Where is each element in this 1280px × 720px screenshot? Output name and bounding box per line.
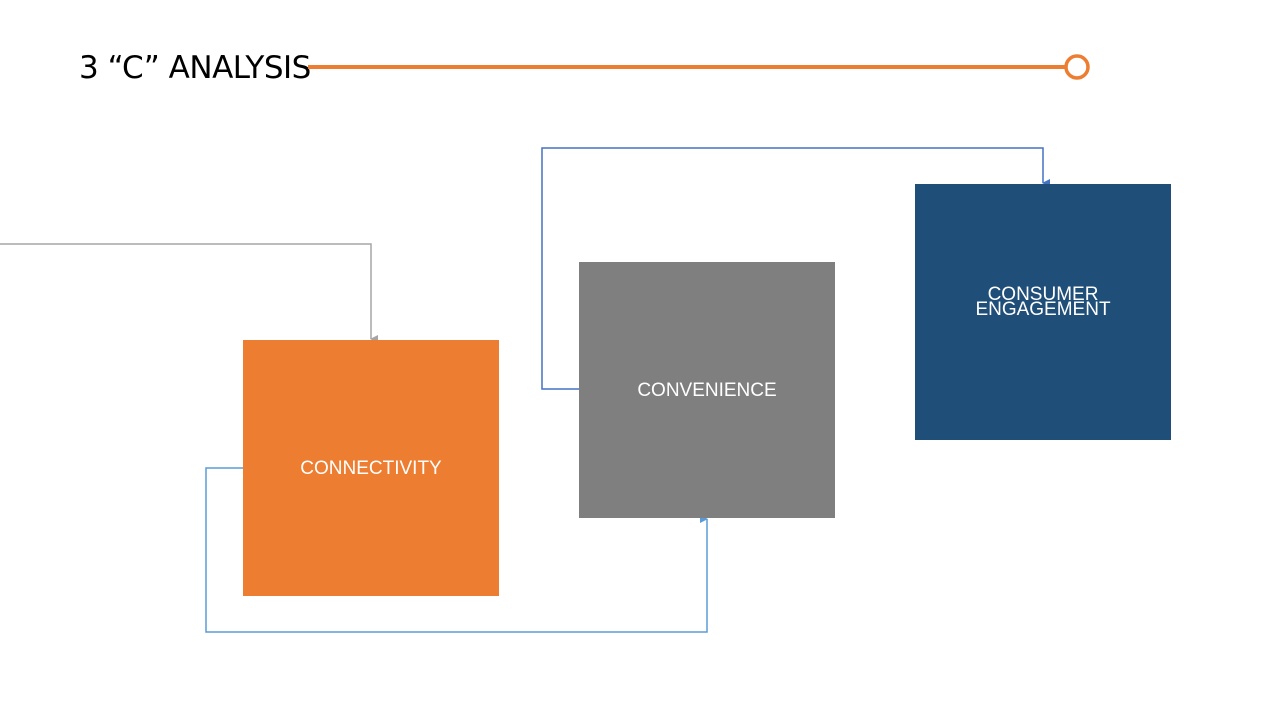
connector-convenience-to-engagement <box>541 147 1050 390</box>
engagement-label-line2: ENGAGEMENT <box>975 299 1111 320</box>
connector-to-connectivity <box>0 243 378 343</box>
connector-connectivity-to-convenience <box>205 467 708 633</box>
connectivity-box: CONNECTIVITY <box>243 340 499 596</box>
slide-title: 3 “C” ANALYSIS <box>79 50 311 86</box>
engagement-label-line1: CONSUMER <box>987 284 1099 305</box>
convenience-label: CONVENIENCE <box>637 379 777 401</box>
convenience-box: CONVENIENCE <box>579 262 835 518</box>
connectivity-label: CONNECTIVITY <box>300 457 442 479</box>
title-line-end-circle <box>1064 54 1090 80</box>
consumer-engagement-box: CONSUMER ENGAGEMENT <box>915 184 1171 440</box>
